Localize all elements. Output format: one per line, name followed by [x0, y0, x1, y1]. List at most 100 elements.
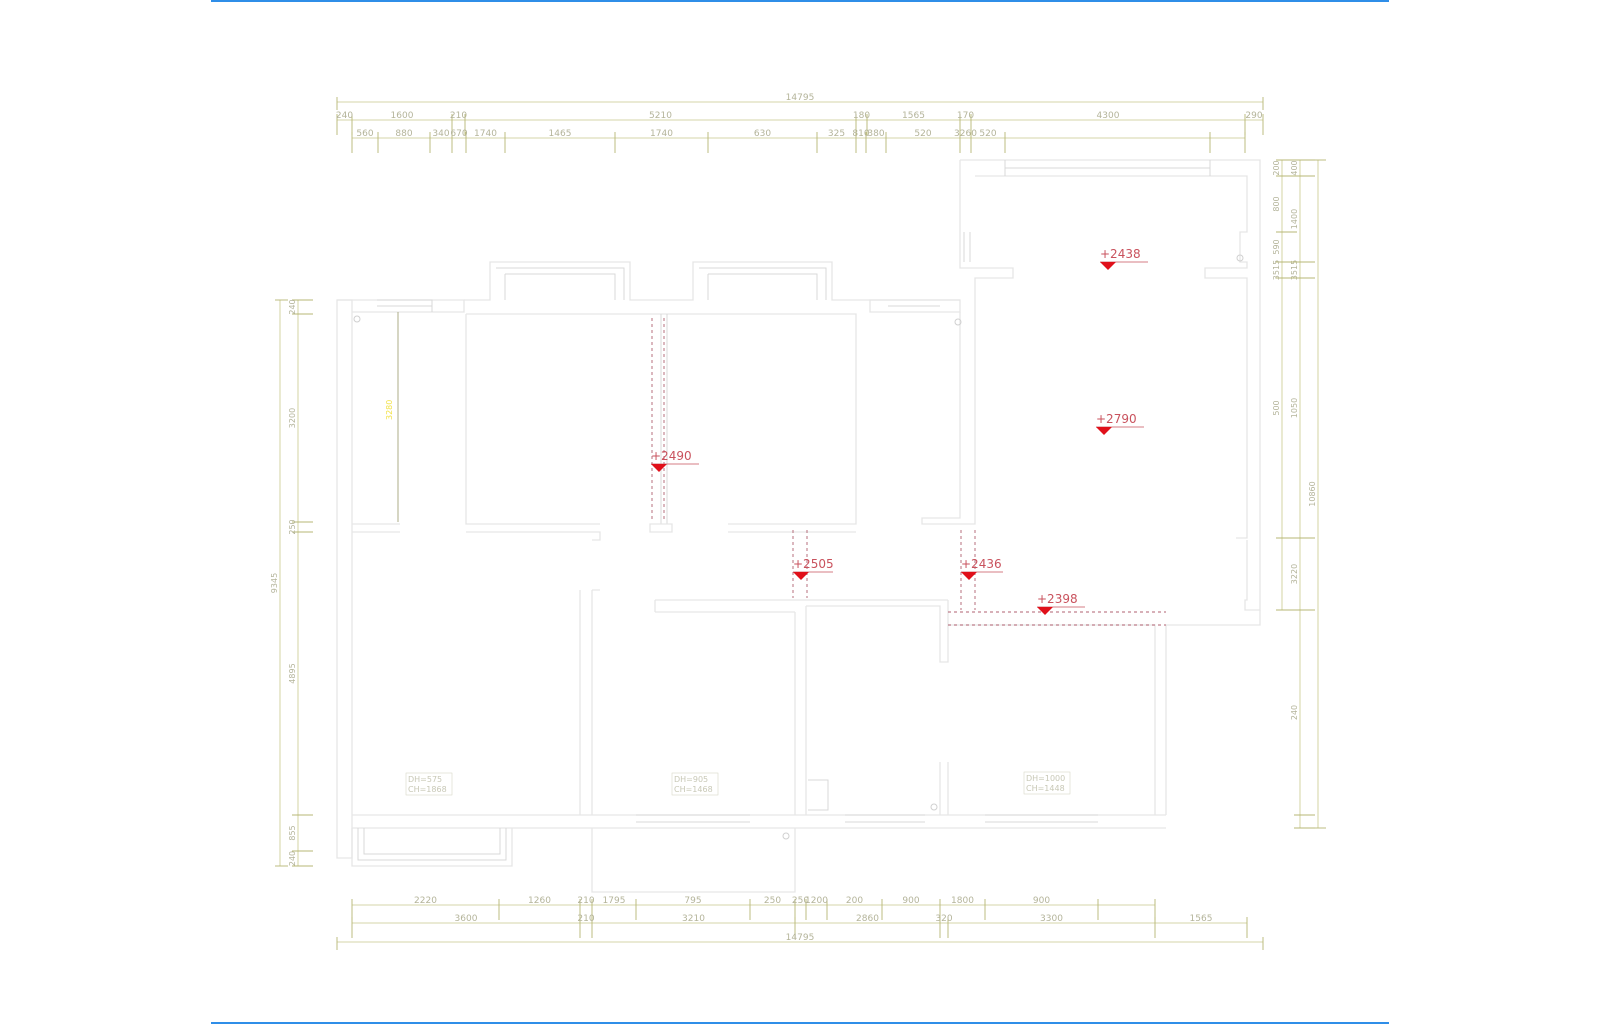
bottom-row1-dim-label: 795 — [684, 896, 701, 906]
bottom-row2-dim-label: 320 — [935, 914, 952, 924]
top-row2-dim-label: 1465 — [549, 129, 572, 139]
bottom-row2-dim-label: 3210 — [682, 914, 705, 924]
right-overall-dim-label: 10860 — [1308, 481, 1317, 506]
top-row1-dim-label: 240 — [336, 111, 353, 121]
left-row1-dim-label: 240 — [288, 299, 297, 314]
left-room-height-dim: 3280 — [385, 312, 399, 522]
level-marker: +2398 — [1037, 592, 1085, 615]
top-row2-dim-label: 520 — [979, 129, 996, 139]
bottom-row1-dim-label: 2220 — [414, 896, 437, 906]
bottom-row1-dim-label: 210 — [577, 896, 594, 906]
level-triangle-icon — [1037, 607, 1053, 615]
level-triangle-icon — [1100, 262, 1116, 270]
top-row1-dim-label: 4300 — [1097, 111, 1120, 121]
bottom-row2-dim-label: 3300 — [1040, 914, 1063, 924]
window-dh: DH=575 — [408, 775, 442, 784]
left-dimension-chain: 9345 240 3200 250 4895 855 240 — [270, 299, 313, 867]
window-note: DH=1000 CH=1448 — [1023, 771, 1071, 795]
level-marker: +2490 — [651, 449, 699, 472]
window-dh: DH=905 — [674, 775, 708, 784]
top-row2-dim-label: 1740 — [474, 129, 497, 139]
level-triangle-icon — [651, 464, 667, 472]
right-dimension-chain: 400 1400 3515 1050 3220 240 200 800 590 3515 500 10… — [1272, 159, 1326, 829]
bottom-row2-dim-label: 2860 — [856, 914, 879, 924]
window-ch: CH=1868 — [408, 785, 447, 794]
bottom-row1-dim-label: 1800 — [951, 896, 974, 906]
bottom-row2-dim-label: 3600 — [455, 914, 478, 924]
top-row1-dim-label: 170 — [957, 111, 974, 121]
level-triangle-icon — [1096, 427, 1112, 435]
right-row1-dim-label: 1050 — [1290, 398, 1299, 418]
top-row2-dim-label: 670 — [450, 129, 467, 139]
top-row2-dim-label: 340 — [432, 129, 449, 139]
right-row1-dim-label: 3515 — [1290, 260, 1299, 280]
top-row2-dim-label: 560 — [356, 129, 373, 139]
bottom-row1-dim-label: 250 — [764, 896, 781, 906]
right-row2-dim-label: 200 — [1272, 160, 1281, 175]
top-row2-dim-label: 880 — [395, 129, 412, 139]
top-row1-dim-label: 1565 — [902, 111, 925, 121]
right-row2-dim-label: 500 — [1272, 400, 1281, 415]
top-row2-dim-label: 3260 — [954, 129, 977, 139]
level-marker: +2505 — [793, 557, 834, 580]
level-label: +2790 — [1096, 412, 1137, 426]
level-marker: +2436 — [961, 557, 1003, 580]
top-row2-dim-label: 325 — [828, 129, 845, 139]
left-row1-dim-label: 250 — [288, 519, 297, 534]
right-row1-dim-label: 1400 — [1290, 209, 1299, 229]
window-ch: CH=1468 — [674, 785, 713, 794]
top-row1-dim-label: 210 — [450, 111, 467, 121]
bottom-row2-dim-label: 210 — [577, 914, 594, 924]
pipe-markers — [353, 254, 1244, 840]
window-dh: DH=1000 — [1026, 774, 1065, 783]
window-note: DH=575 CH=1868 — [405, 772, 453, 796]
level-triangle-icon — [961, 572, 977, 580]
left-row1-dim-label: 240 — [288, 851, 297, 866]
left-overall-dim-label: 9345 — [270, 573, 279, 593]
right-row1-dim-label: 240 — [1290, 705, 1299, 720]
left-row1-dim-label: 855 — [288, 825, 297, 840]
right-row2-dim-label: 590 — [1272, 239, 1281, 254]
top-row2-dim-label: 1740 — [650, 129, 673, 139]
bottom-row1-dim-label: 200 — [846, 896, 863, 906]
level-triangle-icon — [793, 572, 809, 580]
window-ch: CH=1448 — [1026, 784, 1065, 793]
top-overall-dim-label: 14795 — [786, 93, 815, 103]
level-marker: +2438 — [1100, 247, 1148, 270]
left-row1-dim-label: 4895 — [288, 663, 297, 683]
right-row1-dim-label: 400 — [1290, 160, 1299, 175]
bottom-row1-dim-label: 1260 — [528, 896, 551, 906]
top-row2-dim-label: 380 — [867, 129, 884, 139]
level-marker: +2790 — [1096, 412, 1144, 435]
bottom-row1-dim-label: 1200 — [805, 896, 828, 906]
level-label: +2490 — [651, 449, 692, 463]
right-row2-dim-label: 800 — [1272, 196, 1281, 211]
level-label: +2438 — [1100, 247, 1141, 261]
right-row2-dim-label: 3515 — [1272, 260, 1281, 280]
level-label: +2398 — [1037, 592, 1078, 606]
top-row2-dim-label: 630 — [754, 129, 771, 139]
bottom-row2-dim-label: 1565 — [1190, 914, 1213, 924]
top-row2-dim-label: 810 — [852, 129, 869, 139]
window-note: DH=905 CH=1468 — [671, 772, 719, 796]
bottom-row1-dim-label: 250 — [792, 896, 809, 906]
top-row1-dim-label: 180 — [853, 111, 870, 121]
top-row1-dim-label: 5210 — [649, 111, 672, 121]
top-row1-dim-label: 1600 — [391, 111, 414, 121]
yellow-dim-label: 3280 — [385, 400, 394, 420]
wall-outline — [336, 159, 1261, 893]
top-dimension-chain: 14795 240 1600 210 5210 180 1565 170 4300 290 560 8… — [336, 93, 1264, 153]
bottom-row1-dim-label: 900 — [1033, 896, 1050, 906]
dashed-boundaries — [651, 318, 1166, 626]
level-label: +2505 — [793, 557, 834, 571]
left-row1-dim-label: 3200 — [288, 408, 297, 428]
right-row1-dim-label: 3220 — [1290, 564, 1299, 584]
top-row1-dim-label: 290 — [1245, 111, 1262, 121]
bottom-overall-dim-label: 14795 — [786, 933, 815, 943]
level-label: +2436 — [961, 557, 1002, 571]
top-row2-dim-label: 520 — [914, 129, 931, 139]
bottom-row1-dim-label: 900 — [902, 896, 919, 906]
bottom-row1-dim-label: 1795 — [603, 896, 626, 906]
